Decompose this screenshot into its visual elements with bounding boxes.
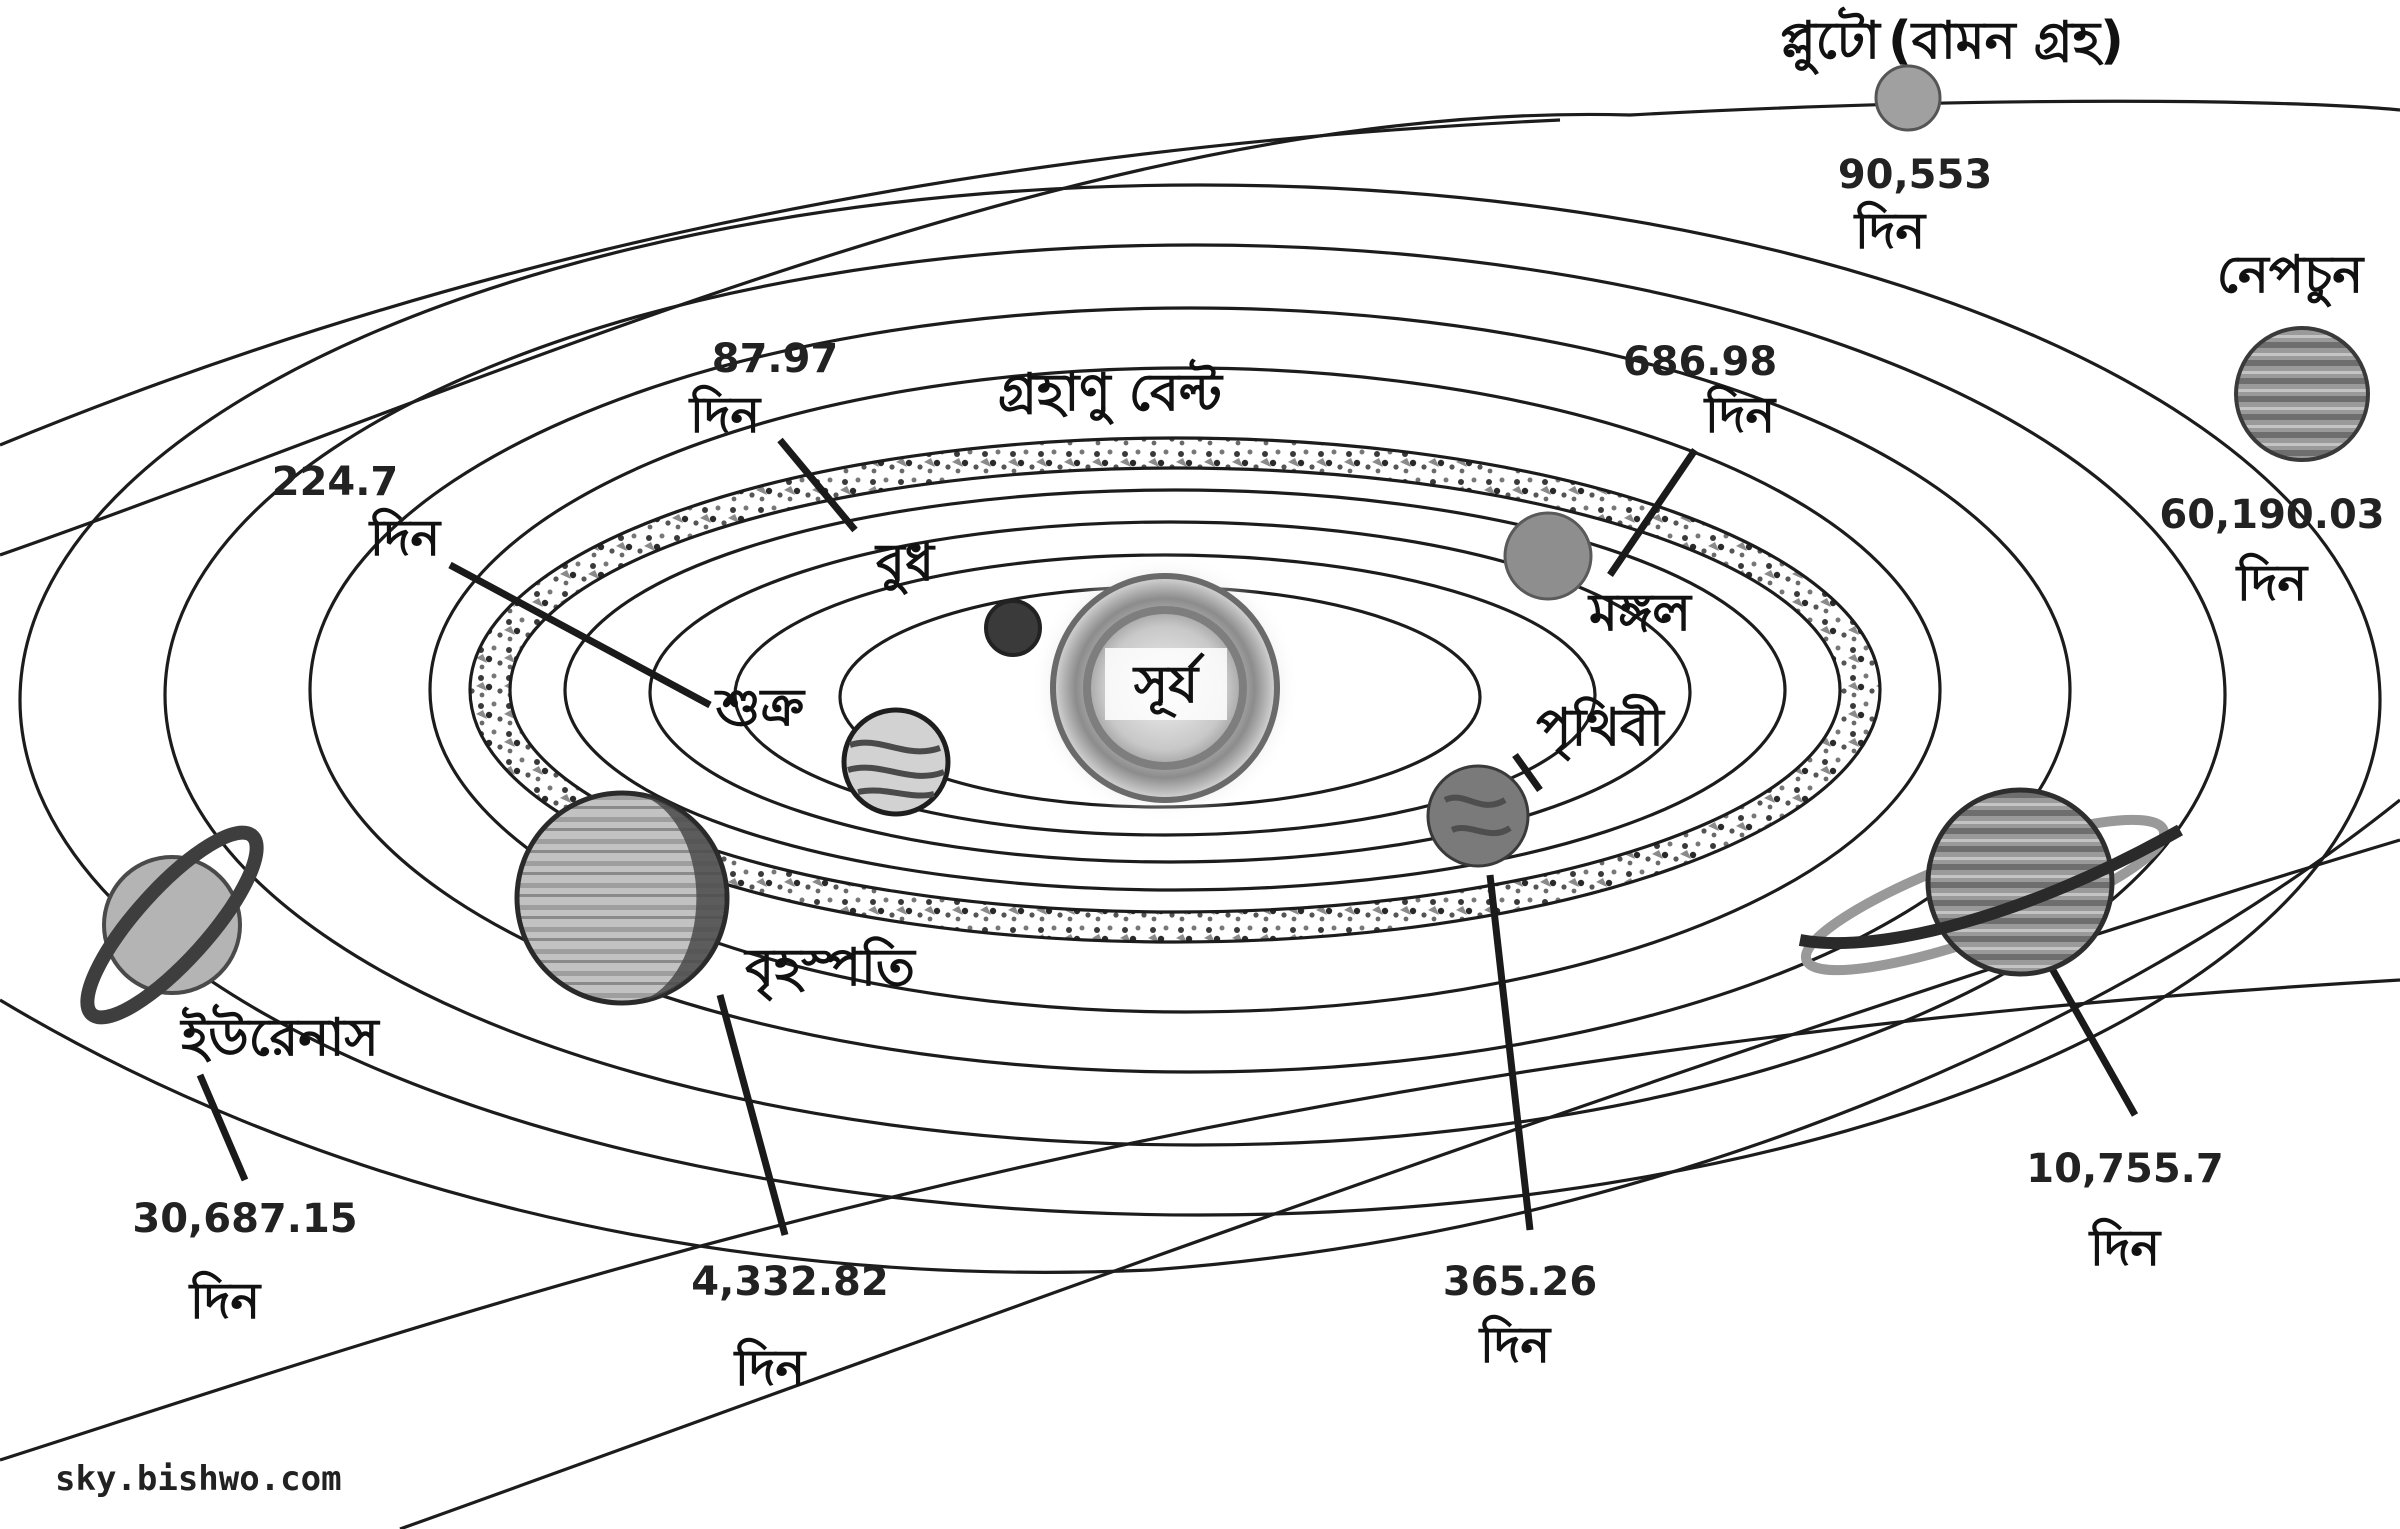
mars-unit: দিন <box>1703 385 1778 444</box>
planet-venus <box>841 707 951 817</box>
neptune-period: 60,190.03 <box>2159 492 2384 538</box>
planet-uranus <box>80 825 264 1025</box>
mars-name: মঙ্গল <box>1587 583 1693 643</box>
planet-earth <box>1426 764 1530 868</box>
earth-period: 365.26 <box>1443 1259 1597 1305</box>
planet-pluto <box>1874 64 1942 132</box>
pluto-period: 90,553 <box>1838 152 1992 198</box>
mars-period: 686.98 <box>1623 339 1777 385</box>
source-credit: sky.bishwo.com <box>55 1459 342 1499</box>
venus-unit: দিন <box>368 508 443 567</box>
uranus-name: ইউরেনাস <box>179 1004 380 1068</box>
planet-saturn <box>1798 787 2183 977</box>
mercury-unit: দিন <box>688 385 763 444</box>
jupiter-name: বৃহস্পতি <box>743 936 917 1003</box>
sun-label: সূর্য <box>1132 652 1206 719</box>
earth-unit: দিন <box>1478 1315 1553 1374</box>
venus-name: শুক্র <box>714 678 806 738</box>
planet-neptune <box>2234 326 2370 462</box>
pluto-unit: দিন <box>1853 201 1928 260</box>
pluto-name-text: প্লুটো <box>1780 7 1882 76</box>
mars-orbit <box>563 488 1787 892</box>
neptune-name: নেপচুন <box>2217 245 2365 308</box>
jupiter-period: 4,332.82 <box>691 1259 888 1305</box>
planet-mercury <box>984 599 1042 657</box>
uranus-period: 30,687.15 <box>132 1196 357 1242</box>
earth-orbit <box>648 520 1692 864</box>
saturn-period: 10,755.7 <box>2026 1146 2223 1192</box>
planet-jupiter <box>514 790 730 1006</box>
pluto-note: (বামন গ্রহ) <box>1888 11 2124 71</box>
mercury-name: বুধ <box>874 533 936 596</box>
belt-label: গ্রহাণু বেল্ট <box>998 359 1224 426</box>
jupiter-unit: দিন <box>733 1338 808 1397</box>
planet-mars <box>1503 511 1593 601</box>
mercury-period: 87.97 <box>712 336 839 382</box>
uranus-unit: দিন <box>188 1271 263 1330</box>
pointer-lines <box>196 437 2139 1236</box>
saturn-unit: দিন <box>2088 1218 2163 1277</box>
sun: সূর্য <box>1030 553 1300 823</box>
pluto-name: প্লুটো <box>1780 7 1882 76</box>
earth-name: পৃথিবী <box>1536 694 1666 763</box>
neptune-unit: দিন <box>2235 553 2310 612</box>
venus-period: 224.7 <box>272 459 399 505</box>
